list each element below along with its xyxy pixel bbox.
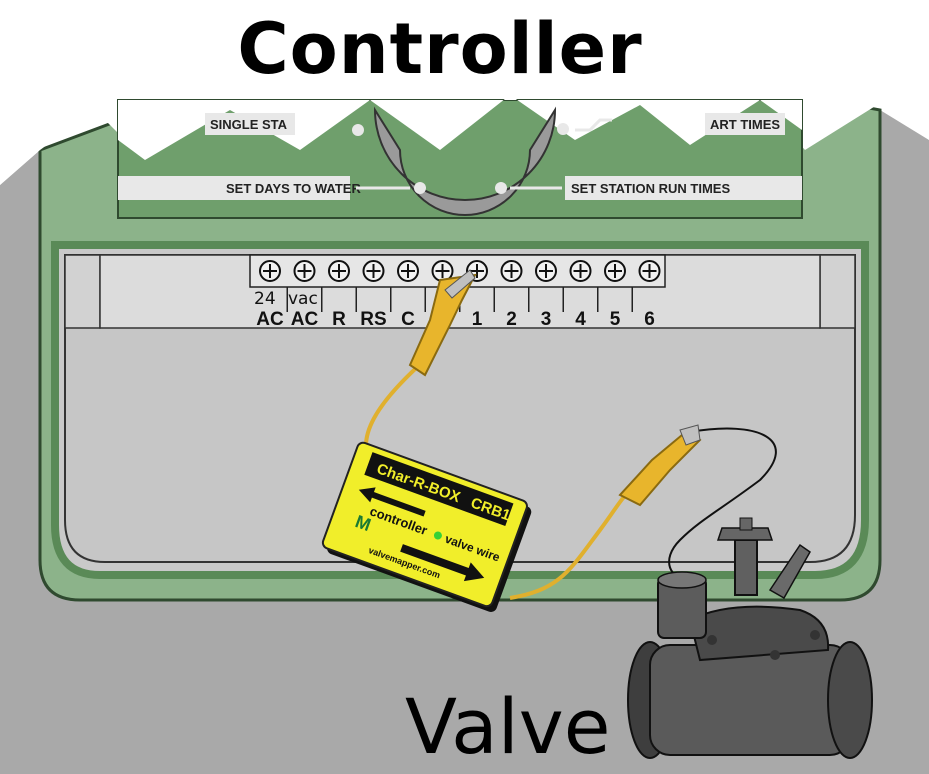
black-wire-valve <box>668 427 777 581</box>
start-times-led <box>557 123 569 135</box>
terminal-label: 4 <box>575 309 586 330</box>
terminal-label: C <box>401 309 415 330</box>
terminal-screw-icon <box>535 260 557 282</box>
yellow-wire-valve <box>509 488 632 600</box>
terminal-label: 3 <box>541 309 552 330</box>
left-arrow-icon <box>358 487 426 517</box>
terminal-label: AC <box>256 309 284 330</box>
valve-title: Valve <box>405 682 611 771</box>
voltage-label-24: 24 <box>254 289 276 309</box>
char-r-box-device: Char-R-BOX CRB1 controller valve wire M … <box>321 441 532 612</box>
terminal-label: 6 <box>644 309 655 330</box>
terminal-label: 1 <box>472 309 483 330</box>
right-bracket <box>819 254 856 329</box>
single-station-strip <box>205 113 295 135</box>
device-logo: M <box>353 511 374 535</box>
terminal-screw-icon <box>638 260 661 282</box>
terminal-screw-icon <box>328 260 350 282</box>
set-run-times-strip <box>565 176 802 200</box>
terminal-label: R <box>332 309 346 330</box>
start-times-label: ART TIMES <box>710 117 780 132</box>
terminal-label: 2 <box>506 309 517 330</box>
terminal-label: RS <box>360 309 386 330</box>
set-run-times-label: SET STATION RUN TIMES <box>571 181 730 196</box>
terminal-label: AC <box>291 309 319 330</box>
alligator-clip-valve <box>618 424 702 507</box>
terminal-labels: AC AC R RS C 1 2 3 4 5 6 <box>256 287 655 330</box>
right-arrow-icon <box>400 544 485 582</box>
status-led <box>433 531 442 540</box>
terminal-screw-icon <box>604 260 626 282</box>
set-days-label: SET DAYS TO WATER <box>226 181 361 196</box>
left-bracket <box>64 254 101 329</box>
terminal-screw-icon <box>500 260 523 282</box>
switch-icon <box>575 118 612 132</box>
set-days-strip <box>118 176 350 200</box>
terminal-screw-icon <box>569 260 592 282</box>
controller-title: Controller <box>237 8 643 90</box>
single-station-label: SINGLE STA <box>210 117 288 132</box>
set-days-led <box>414 182 426 194</box>
terminal-screw-icon <box>362 260 385 282</box>
voltage-label-vac: vac <box>288 289 318 309</box>
terminal-screw-icon <box>397 260 419 282</box>
terminal-screw-icon <box>293 260 316 282</box>
start-times-strip <box>705 113 785 135</box>
alligator-clip-controller <box>408 269 477 377</box>
upper-panel-tear <box>118 95 802 160</box>
valve-assembly <box>627 517 873 759</box>
set-run-times-led <box>495 182 507 194</box>
terminal-label: 5 <box>610 309 621 330</box>
terminal-screw-icon <box>259 260 281 282</box>
single-station-led <box>352 124 364 136</box>
